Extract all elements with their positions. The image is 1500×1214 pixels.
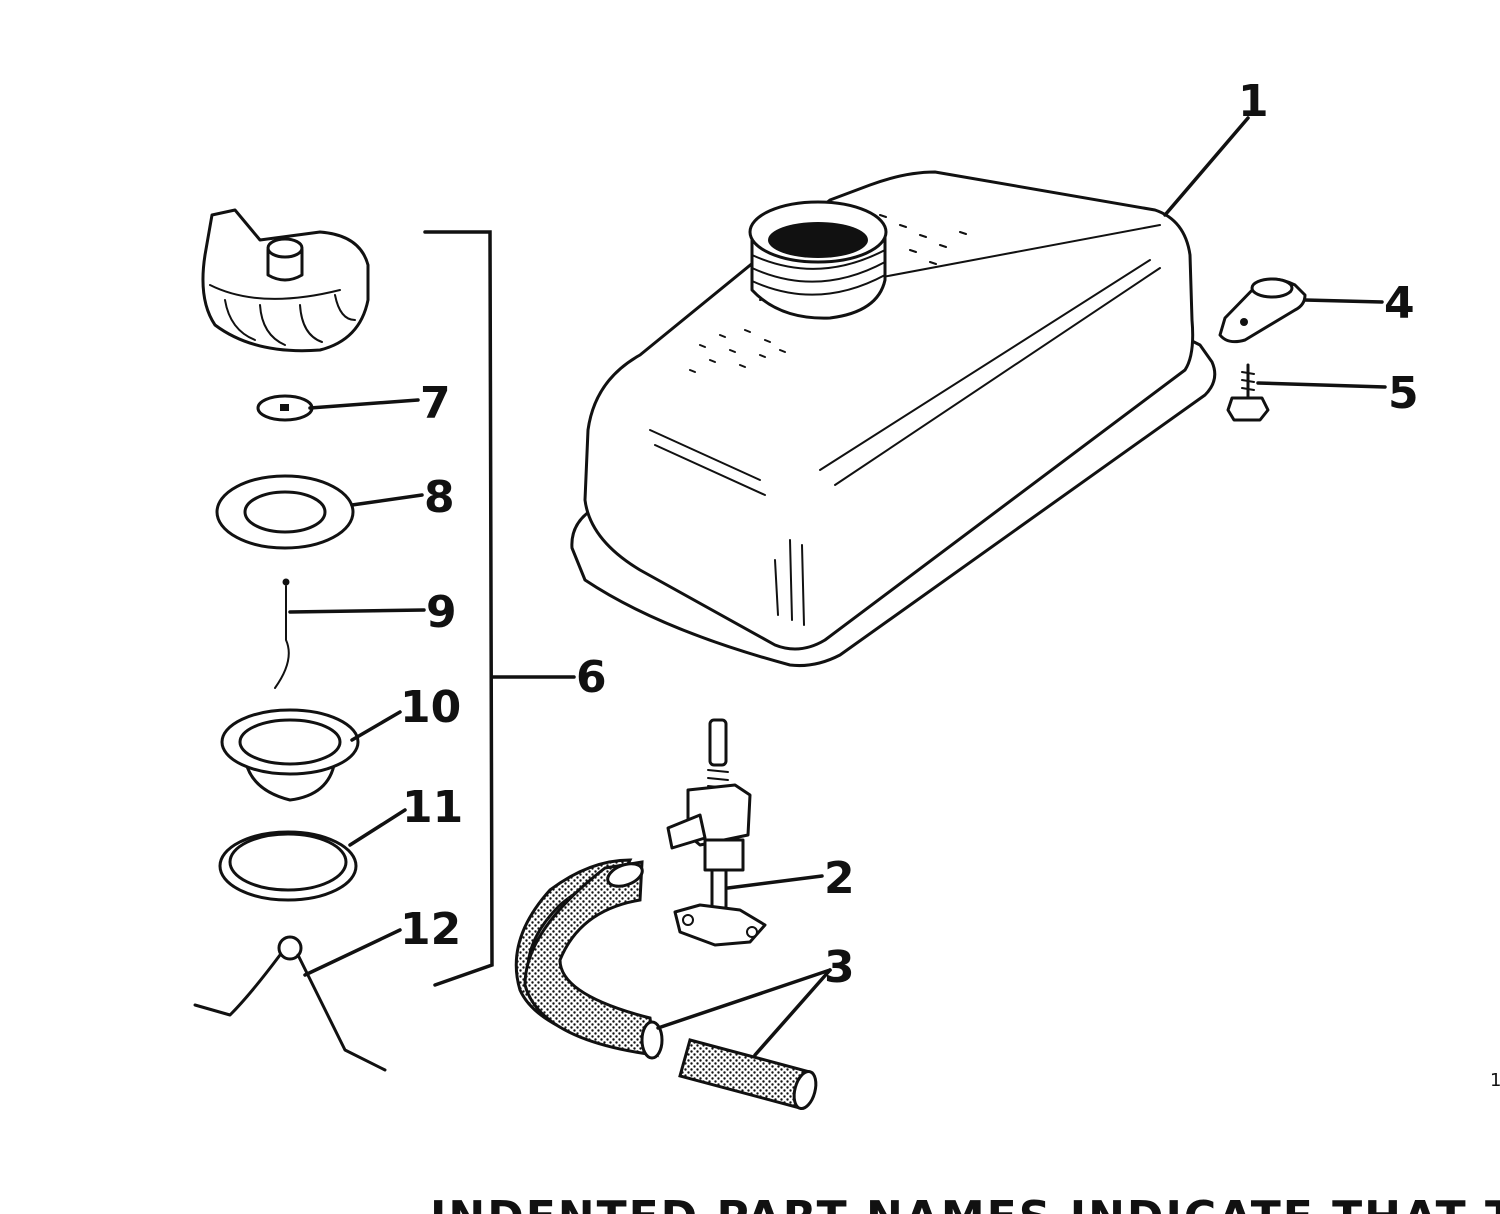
callout-5: 5 bbox=[1388, 368, 1419, 419]
tank-bracket bbox=[1218, 277, 1307, 344]
callout-1: 1 bbox=[1238, 76, 1269, 127]
assembly-bracket bbox=[423, 230, 494, 987]
footer-text: INDENTED PART NAMES INDICATE THAT T bbox=[430, 1192, 1500, 1214]
callout-7: 7 bbox=[420, 378, 451, 429]
callout-4: 4 bbox=[1384, 278, 1415, 329]
callout-10: 10 bbox=[400, 682, 461, 733]
callout-9: 9 bbox=[426, 587, 457, 638]
fuel-hoses bbox=[514, 858, 818, 1111]
fuel-tank bbox=[570, 170, 1217, 667]
callout-12: 12 bbox=[400, 904, 461, 955]
chain-loop bbox=[193, 935, 387, 1072]
callout-11: 11 bbox=[402, 782, 463, 833]
callout-2: 2 bbox=[824, 853, 855, 904]
corner-mark: 1 bbox=[1490, 1070, 1500, 1091]
washer-small bbox=[256, 394, 314, 422]
retainer-chain bbox=[274, 578, 290, 689]
callout-6: 6 bbox=[576, 652, 607, 703]
callout-8: 8 bbox=[424, 472, 455, 523]
strainer-cup bbox=[220, 708, 360, 802]
gasket bbox=[215, 474, 355, 550]
callout-3: 3 bbox=[824, 942, 855, 993]
leader-lines bbox=[288, 116, 1387, 1057]
tank-screw bbox=[1226, 363, 1270, 422]
shutoff-valve bbox=[666, 718, 767, 947]
filler-cap bbox=[201, 208, 370, 353]
filler-neck bbox=[748, 200, 888, 320]
o-ring bbox=[218, 830, 358, 902]
